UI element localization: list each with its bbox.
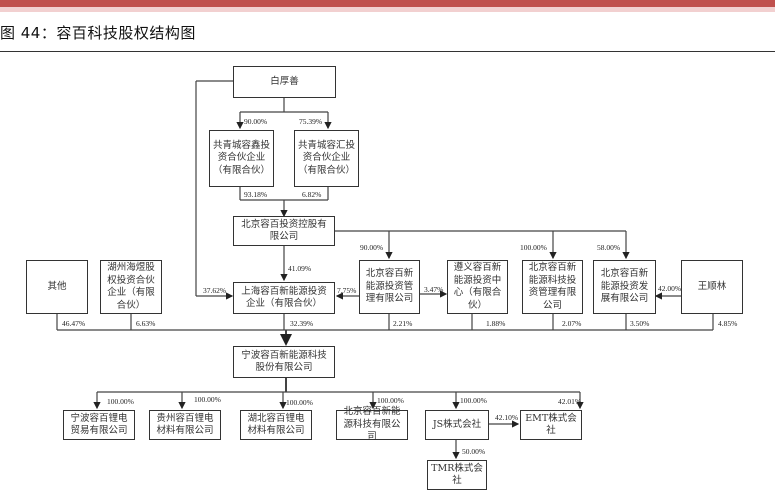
node-others: 其他 — [26, 260, 88, 314]
node-beijing-tech-mgmt: 北京容百新能源科技投资管理有限公司 — [522, 260, 583, 314]
node-gongqing-ronghui: 共青城容汇投资合伙企业（有限合伙） — [294, 130, 359, 187]
pct-ningbo-emt: 42.01% — [558, 397, 582, 406]
header-accent-bar-light — [0, 7, 775, 12]
pct-ningbo-js: 100.00% — [460, 396, 487, 405]
pct-bai-shanghai: 37.62% — [203, 286, 227, 295]
pct-ningbo-hubei: 100.00% — [286, 398, 313, 407]
pct-ningbo-guizhou: 100.00% — [194, 395, 221, 404]
node-ningbo-trade: 宁波容百锂电贸易有限公司 — [63, 410, 135, 440]
pct-bai-ronghui: 75.39% — [299, 117, 323, 126]
node-gongqing-rongxin: 共青城容鑫投资合伙企业（有限合伙） — [209, 130, 274, 187]
pct-wang-bjdev: 42.00% — [658, 284, 682, 293]
caption-rule — [0, 51, 775, 52]
pct-rongxin-holding: 93.18% — [244, 190, 268, 199]
pct-bjtechmgmt-ningbo: 2.07% — [562, 319, 582, 328]
node-beijing-dev: 北京容百新能源投资发展有限公司 — [593, 260, 656, 314]
pct-others-ningbo: 46.47% — [62, 319, 86, 328]
pct-ronghui-holding: 6.82% — [302, 190, 322, 199]
figure-caption: 图 44：容百科技股权结构图 — [0, 24, 196, 42]
pct-wang-ningbo: 4.85% — [718, 319, 738, 328]
pct-bjmgmt-shanghai: 7.75% — [337, 286, 357, 295]
header-accent-bar — [0, 0, 775, 7]
pct-zunyi-ningbo: 1.88% — [486, 319, 506, 328]
node-guizhou-materials: 贵州容百锂电材料有限公司 — [149, 410, 221, 440]
node-ningbo-rongbai: 宁波容百新能源科技股份有限公司 — [233, 346, 335, 378]
node-beijing-tech: 北京容百新能源科技有限公司 — [336, 406, 408, 442]
pct-js-emt: 42.10% — [495, 413, 519, 422]
node-hubei-materials: 湖北容百锂电材料有限公司 — [240, 410, 312, 440]
node-wang-shunlin: 王顺林 — [681, 260, 743, 314]
node-huzhou-haiyu: 湖州海煜股权投资合伙企业（有限合伙） — [100, 260, 162, 314]
pct-ningbo-trade: 100.00% — [107, 397, 134, 406]
node-zunyi-center: 遵义容百新能源投资中心（有限合伙） — [447, 260, 508, 314]
pct-holding-bjdev: 58.00% — [597, 243, 621, 252]
node-beijing-rongbai-holding: 北京容百投资控股有限公司 — [233, 216, 335, 246]
node-tmr: TMR株式会社 — [427, 460, 487, 490]
node-beijing-new-energy-mgmt: 北京容百新能源投资管理有限公司 — [359, 260, 420, 314]
pct-holding-bjmgmt: 90.00% — [360, 243, 384, 252]
pct-bjmgmt-zunyi: 3.47% — [424, 285, 444, 294]
pct-js-tmr: 50.00% — [462, 447, 486, 456]
node-bai-houshan: 白厚善 — [233, 66, 336, 98]
pct-bjmgmt-ningbo: 2.21% — [393, 319, 413, 328]
pct-holding-shanghai: 41.09% — [288, 264, 312, 273]
pct-huzhou-ningbo: 6.63% — [136, 319, 156, 328]
pct-bjdev-ningbo: 3.50% — [630, 319, 650, 328]
node-js: JS株式会社 — [425, 410, 489, 440]
pct-ningbo-bjtech: 100.00% — [377, 396, 404, 405]
pct-shanghai-ningbo: 32.39% — [290, 319, 314, 328]
node-shanghai-rongbai: 上海容百新能源投资企业（有限合伙） — [233, 282, 335, 314]
pct-bai-rongxin: 90.00% — [244, 117, 268, 126]
node-emt: EMT株式会社 — [520, 410, 582, 440]
pct-holding-bjtechmgmt: 100.00% — [520, 243, 547, 252]
